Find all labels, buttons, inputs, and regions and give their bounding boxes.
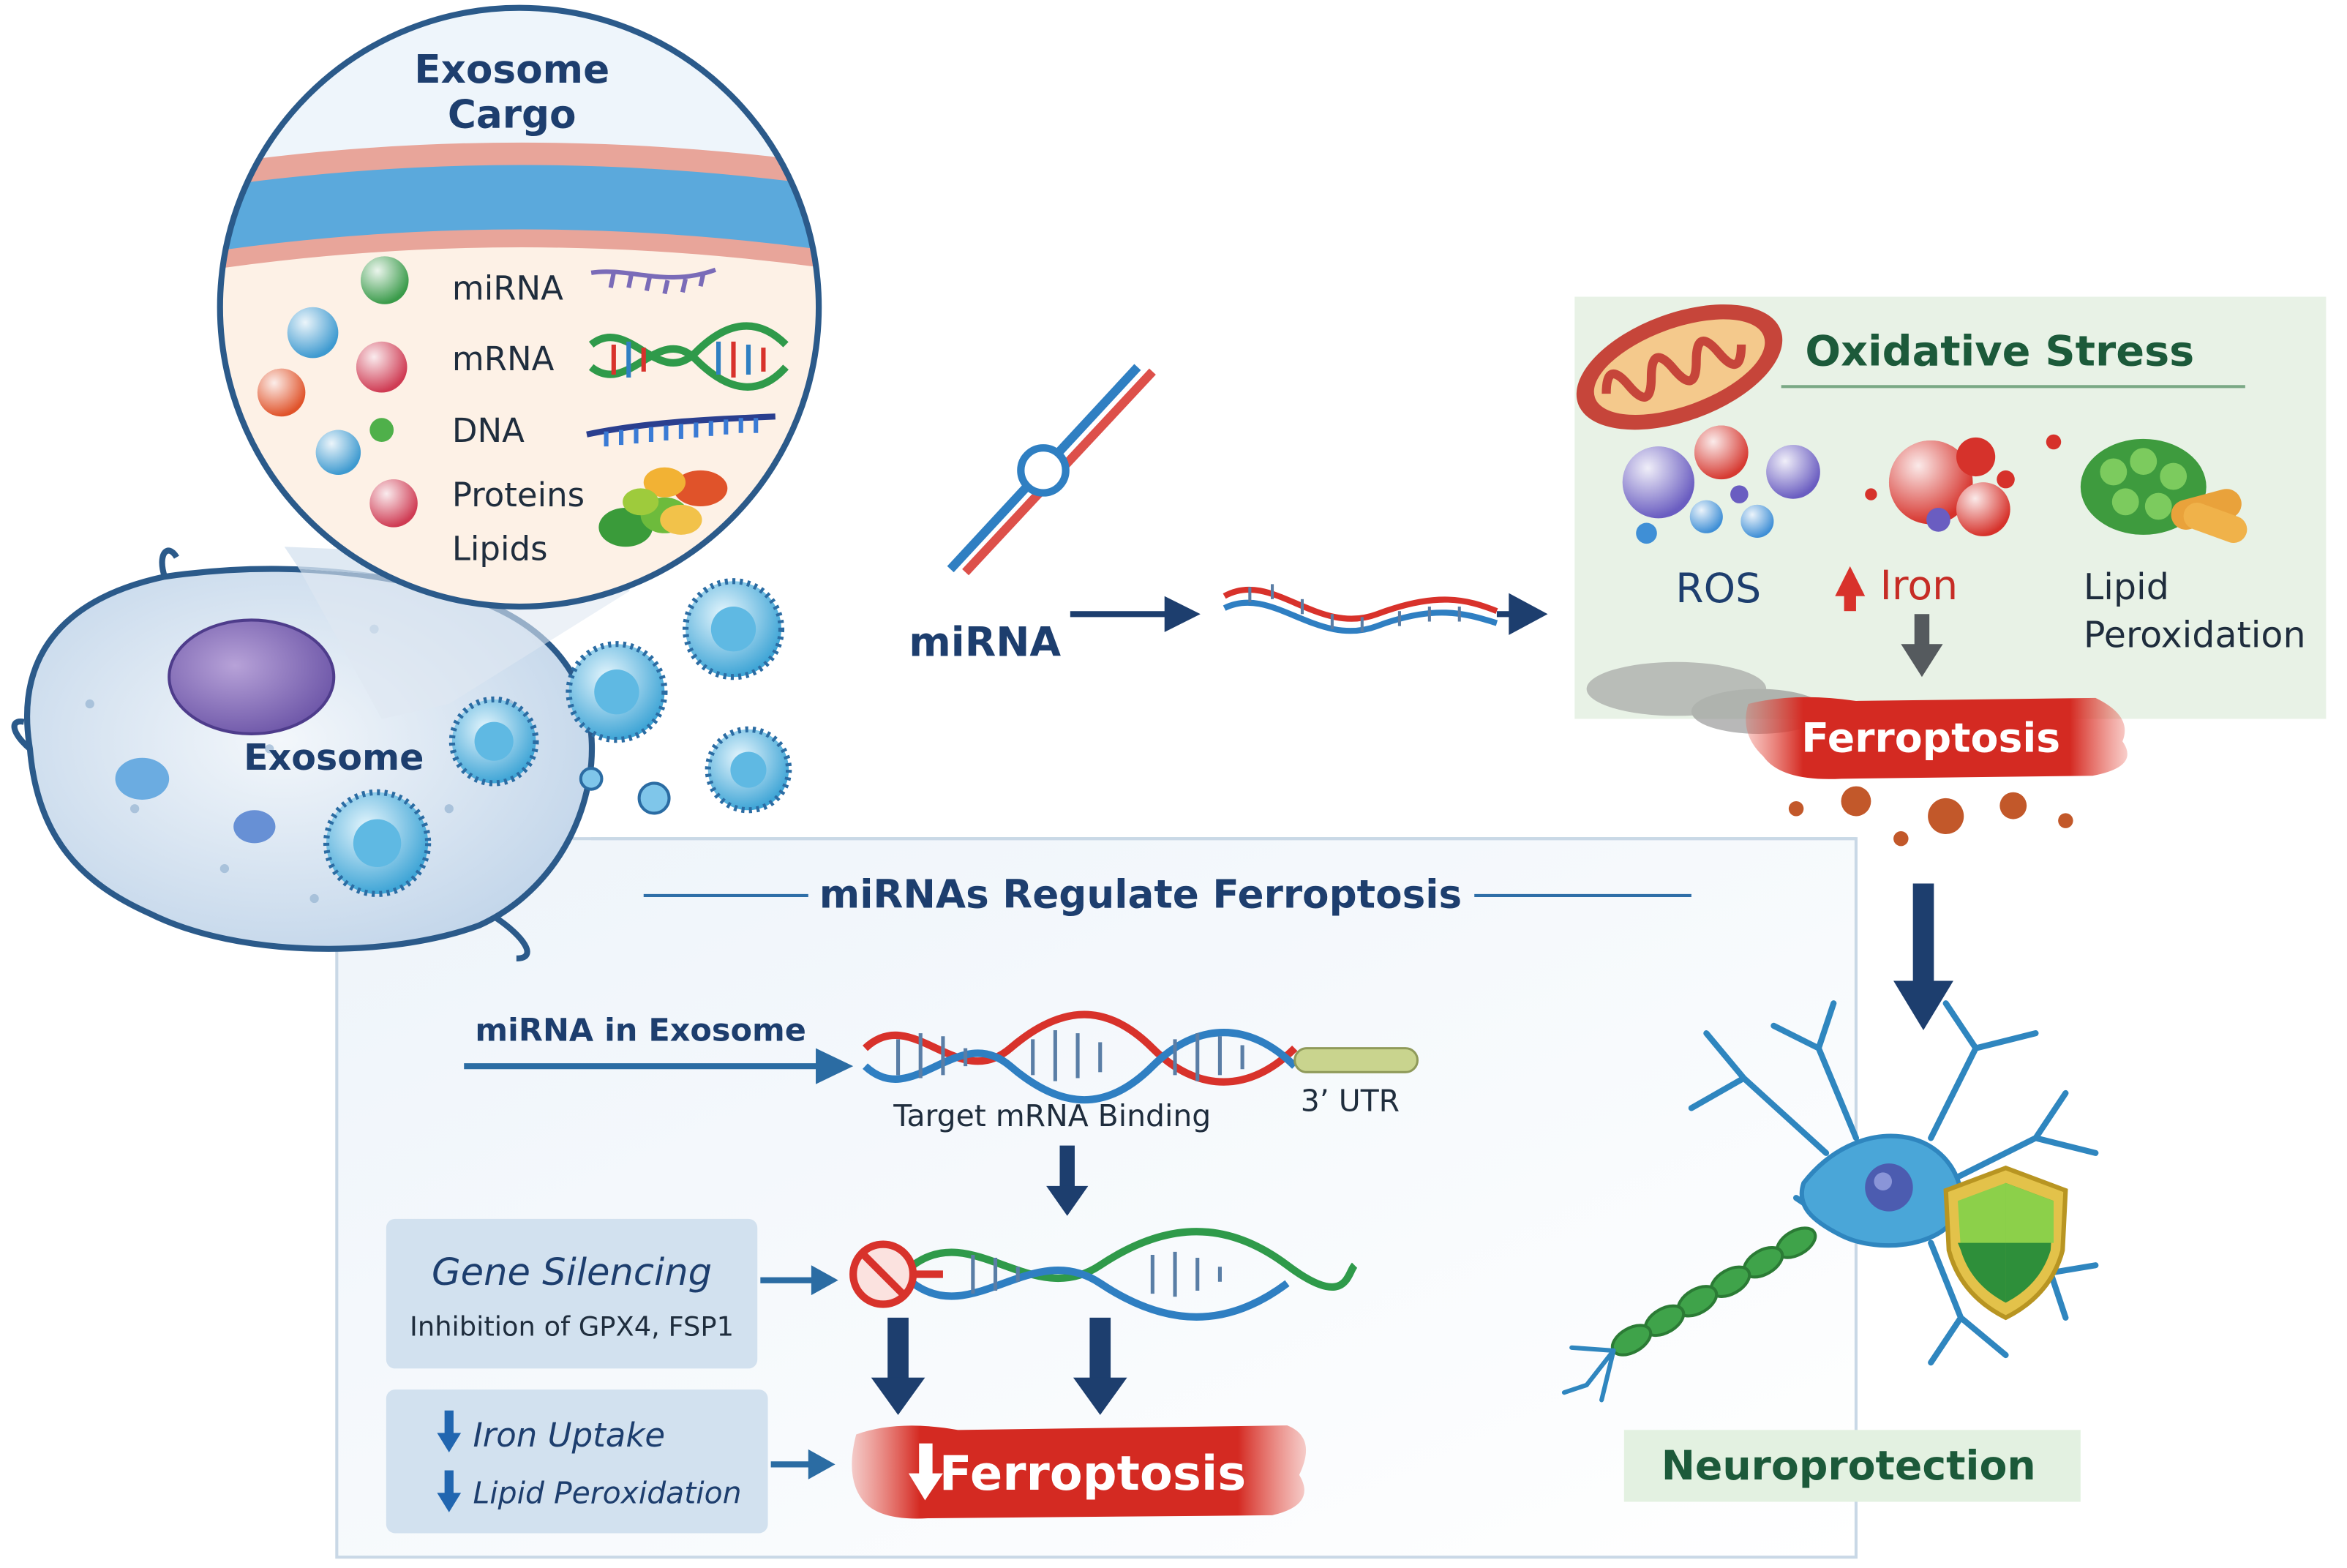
shield-icon xyxy=(1943,1166,2068,1321)
cargo-item-mirna: miRNA xyxy=(452,269,563,308)
utr-segment xyxy=(1293,1047,1419,1073)
mirna-hairpin-image xyxy=(905,348,1156,588)
mirna-in-exosome-label: miRNA in Exosome xyxy=(475,1012,806,1049)
down-arrow-iron xyxy=(1901,644,1943,678)
ferroptosis-banner xyxy=(1746,697,2128,847)
down-arrow-icon-lipid xyxy=(437,1470,462,1512)
lipid-peroxidation-label: Lipid Peroxidation xyxy=(473,1476,742,1511)
oxidative-stress-panel: Oxidative Stress ROS xyxy=(1574,296,2327,719)
ferroptosis-label: Ferroptosis xyxy=(1801,716,2060,762)
lipid-label-line2: Peroxidation xyxy=(2084,613,2306,656)
cargo-title-line2: Cargo xyxy=(448,91,577,137)
downregulation-arrow xyxy=(808,1449,835,1479)
dna-icon xyxy=(586,413,776,447)
down-arrow-icon-ferroptosis xyxy=(908,1443,943,1501)
exosome-vesicle xyxy=(705,726,792,814)
target-binding-label: Target mRNA Binding xyxy=(893,1098,1211,1133)
down-arrow-neuroprotection xyxy=(1893,980,1953,1031)
exosome-vesicles xyxy=(323,578,792,897)
oxidative-title: Oxidative Stress xyxy=(1805,327,2194,376)
mirna-transfer-label: miRNA xyxy=(909,620,1061,667)
cargo-item-proteins: Proteins xyxy=(452,476,585,514)
cargo-item-mrna: mRNA xyxy=(452,340,555,378)
neuroprotection-box xyxy=(1623,1430,2081,1502)
mirna-transfer-arrow xyxy=(1164,596,1201,632)
block-icon xyxy=(849,1240,917,1308)
down-arrow-icon-iron xyxy=(437,1410,462,1453)
gene-silencing-box xyxy=(386,1218,758,1369)
regulation-title: miRNAs Regulate Ferroptosis xyxy=(819,871,1462,917)
ferroptosis-down-label: Ferroptosis xyxy=(939,1446,1246,1501)
neuroprotection-label: Neuroprotection xyxy=(1661,1443,2036,1490)
cargo-item-lipids: Lipids xyxy=(452,530,548,569)
ferroptosis-down-banner xyxy=(852,1425,1307,1519)
down-arrow-right xyxy=(1073,1377,1127,1415)
inhibition-label: Inhibition of GPX4, FSP1 xyxy=(410,1310,734,1342)
mirna-strand-icon xyxy=(1223,584,1498,634)
iron-uptake-label: Iron Uptake xyxy=(473,1416,666,1455)
cargo-particles xyxy=(257,256,418,528)
cargo-item-dna: DNA xyxy=(452,411,525,450)
ros-cluster-icon xyxy=(1622,425,1820,544)
lipid-label-line1: Lipid xyxy=(2084,566,2169,608)
lipid-cluster-icon xyxy=(2080,438,2248,543)
mitochondrion-icon xyxy=(1576,304,1783,430)
cargo-title-line1: Exosome xyxy=(414,47,609,92)
down-arrow-binding xyxy=(1046,1185,1089,1216)
utr-label: 3’ UTR xyxy=(1301,1084,1400,1119)
iron-label: Iron xyxy=(1880,563,1959,609)
protein-lipid-icon xyxy=(598,467,728,547)
exosome-vesicle xyxy=(323,789,432,897)
ros-label: ROS xyxy=(1675,566,1761,612)
up-arrow-icon-iron xyxy=(1835,566,1866,612)
cell-organelle xyxy=(115,757,170,800)
cell-organelle xyxy=(233,810,276,844)
nucleus-icon xyxy=(168,618,336,736)
mrna-helix-icon xyxy=(588,322,789,391)
exosome-vesicle xyxy=(566,641,668,743)
down-arrow-left xyxy=(871,1377,925,1415)
downregulation-box xyxy=(386,1389,768,1534)
silenced-mrna-helix xyxy=(910,1228,1358,1321)
cell-label: Exosome xyxy=(244,736,424,779)
mirna-icon xyxy=(590,267,716,295)
gene-silencing-label: Gene Silencing xyxy=(432,1251,712,1294)
regulation-panel: miRNAs Regulate Ferroptosis miRNA in Exo… xyxy=(335,837,1858,1559)
mirna-in-exosome-arrowhead xyxy=(816,1048,854,1084)
target-mrna-helix xyxy=(863,1010,1419,1104)
silencing-arrow xyxy=(811,1265,838,1296)
exosome-vesicle xyxy=(682,578,785,680)
mirna-to-oxidative-arrow xyxy=(1509,593,1548,635)
exosome-vesicle xyxy=(448,696,539,787)
iron-cluster-icon xyxy=(1865,434,2062,536)
